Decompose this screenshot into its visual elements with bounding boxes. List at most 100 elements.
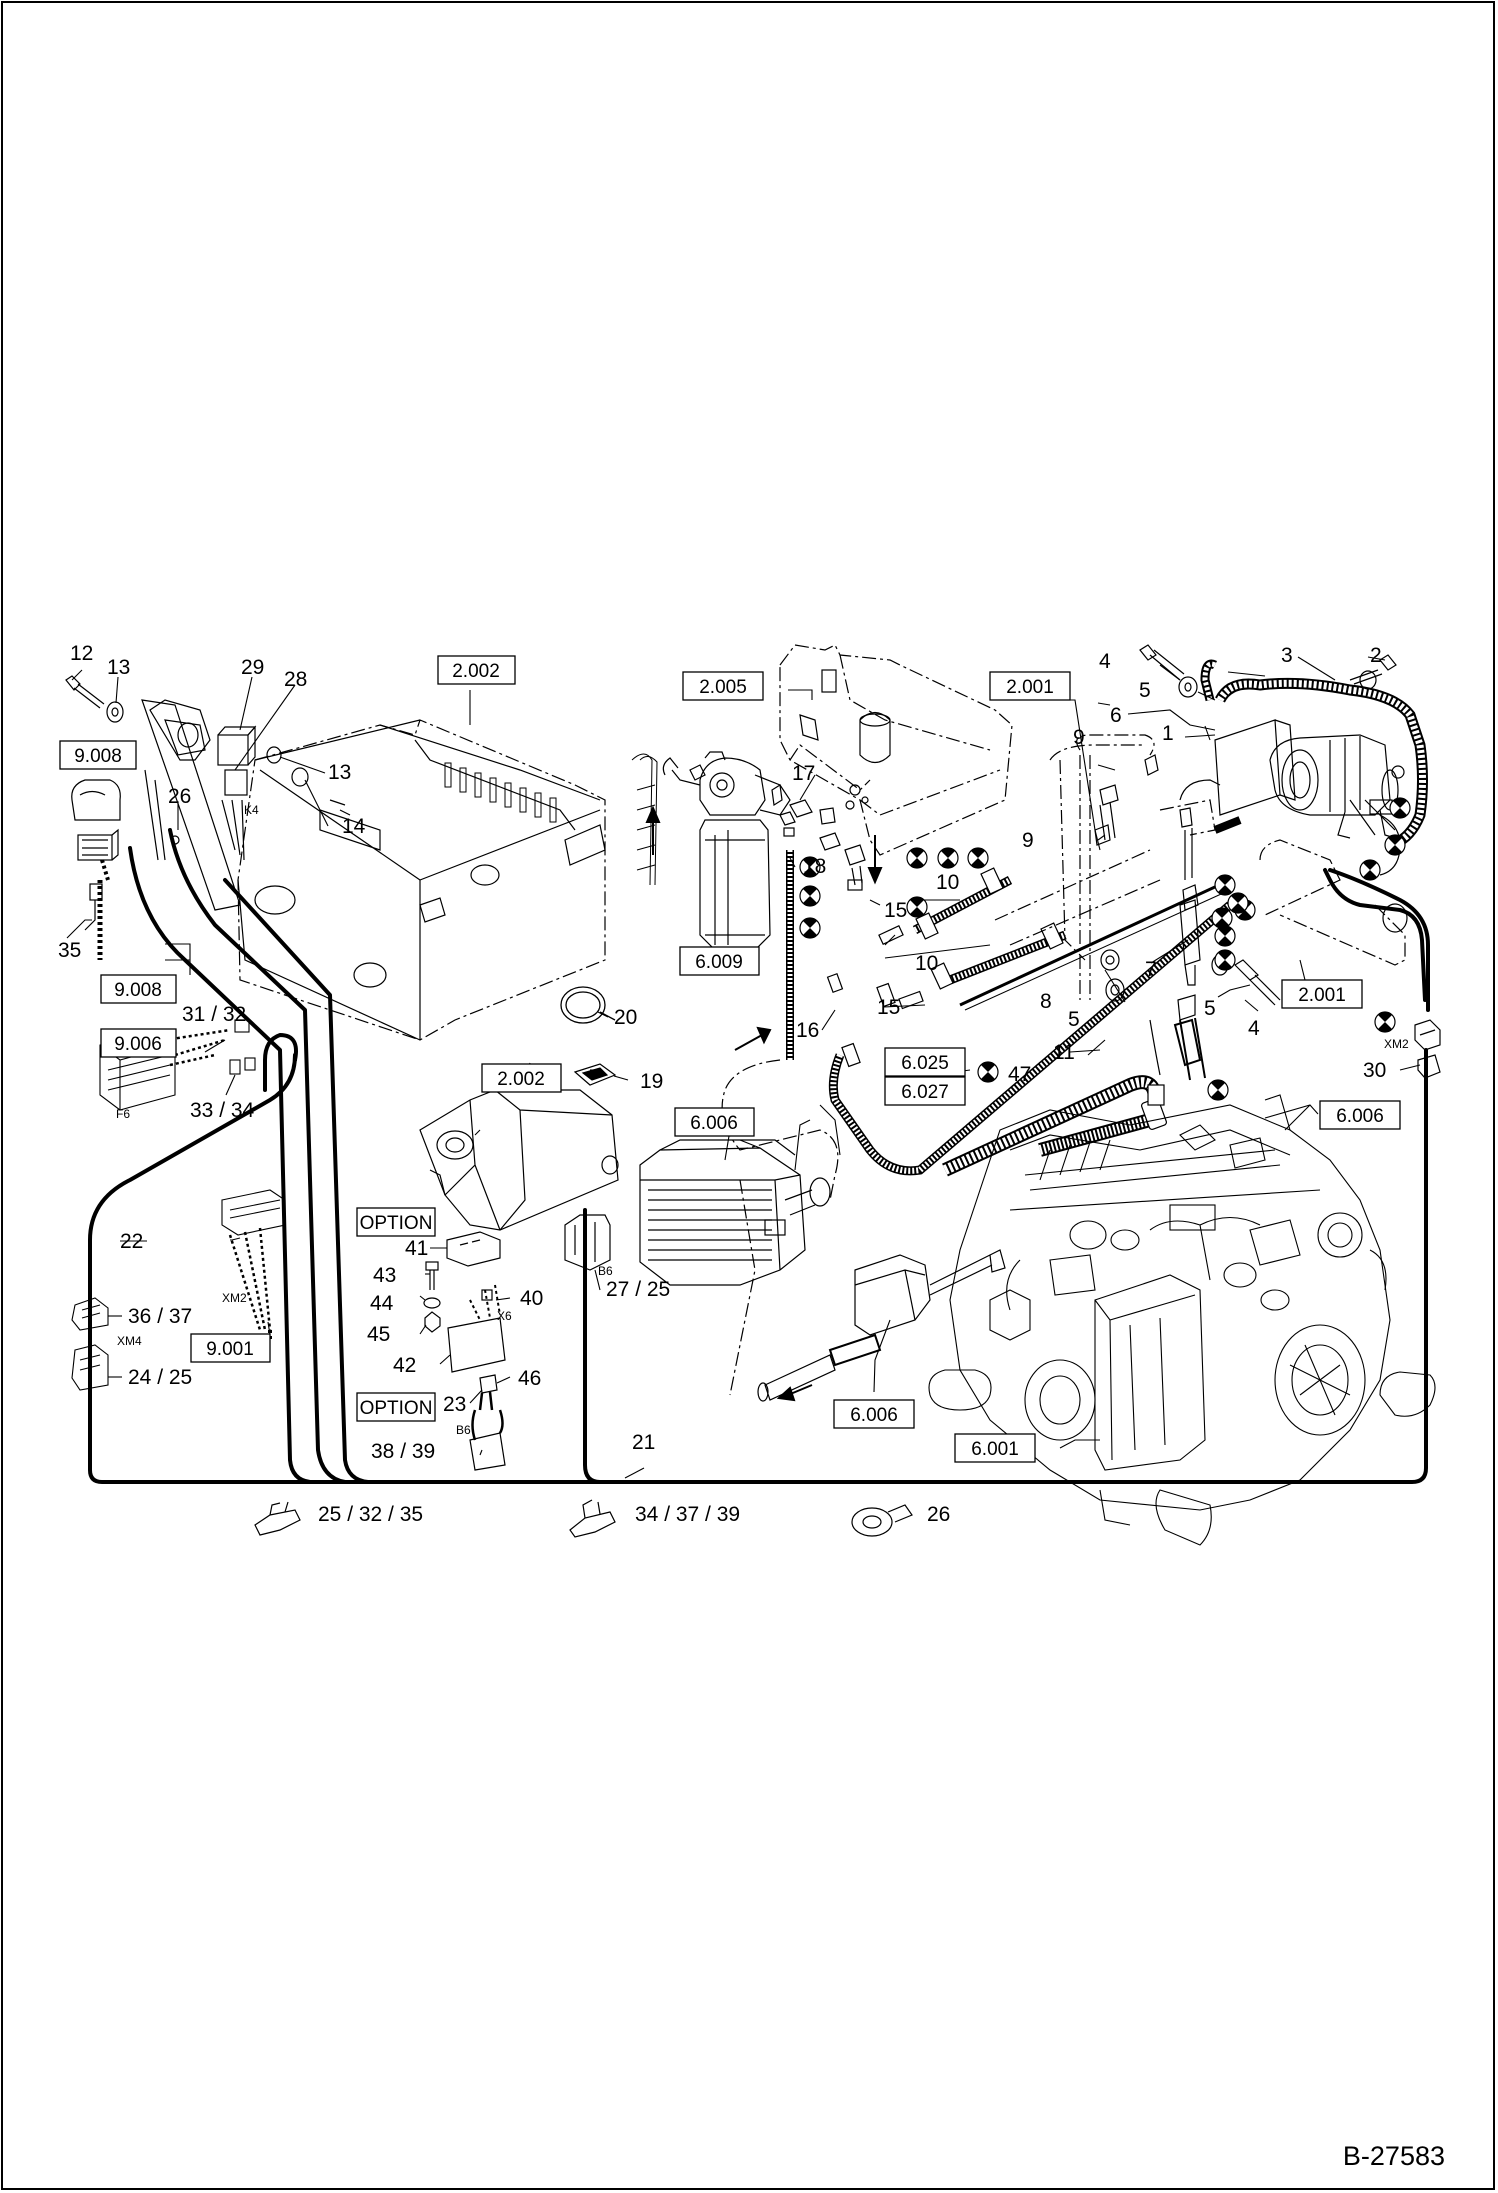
callout: 29: [241, 656, 264, 679]
adhesive-marker-icon: [799, 885, 821, 907]
cable-tie-20: [560, 986, 616, 1024]
ref-box-9-006[interactable]: [100, 1028, 177, 1058]
fuel-pump-7: [1099, 784, 1281, 1081]
ref-box-6-027[interactable]: [884, 1076, 966, 1106]
callout: 5: [1204, 997, 1216, 1020]
adhesive-marker-icon: [1214, 925, 1236, 947]
drawing-number: B-27583: [1343, 2141, 1445, 2171]
callout: 3: [1281, 644, 1293, 667]
connector-b6-27-25: [564, 1214, 611, 1271]
callout: 23: [443, 1393, 466, 1416]
ref-label: 2.002: [497, 1069, 545, 1090]
ref-box-2-002-middle[interactable]: [481, 1063, 562, 1093]
fuel-filter-6-009: [631, 751, 791, 951]
option-label: OPTION: [360, 1398, 433, 1419]
connector-code: B6: [456, 1423, 471, 1437]
fittings-17-18: [771, 783, 866, 891]
ref-label: 6.001: [971, 1439, 1019, 1460]
connector-code: XM4: [117, 1334, 142, 1348]
flow-arrows: [645, 805, 883, 1402]
ref-box-2-001-right[interactable]: [1281, 979, 1363, 1009]
fuel-hoses-15-16: [786, 816, 1242, 1176]
adhesive-marker-icon: [906, 896, 928, 918]
callout: 31 / 32: [182, 1003, 246, 1026]
option-relay-parts: [423, 1231, 506, 1471]
adhesive-marker-icon: [906, 847, 928, 869]
callout: 27 / 25: [606, 1278, 670, 1301]
option-label: OPTION: [360, 1213, 433, 1234]
callout: 7: [1145, 958, 1157, 981]
connector-code: XM2: [1384, 1037, 1409, 1051]
terminal-flat-34-37-39: [569, 1499, 616, 1538]
ref-box-6-006-lower[interactable]: [833, 1399, 915, 1429]
ref-box-6-009[interactable]: [679, 946, 760, 976]
adhesive-marker-icon: [1359, 859, 1381, 881]
callout: 16: [796, 1019, 819, 1042]
callout: 15: [877, 996, 900, 1019]
callout-numbers: 12 13 29 28 26 13 14 35 31 / 32 33 / 34 …: [58, 642, 1386, 1526]
starter-motor-2-001: [1179, 719, 1405, 876]
callout: 10: [936, 871, 959, 894]
ref-box-6-001[interactable]: [954, 1433, 1036, 1463]
adhesive-marker-icon: [1214, 949, 1236, 971]
callout: 4: [1248, 1017, 1260, 1040]
adhesive-marker-icon: [1389, 797, 1411, 819]
ref-label: 2.005: [699, 677, 747, 698]
callout: 22: [120, 1230, 143, 1253]
callout: 15: [884, 899, 907, 922]
callout: 34 / 37 / 39: [635, 1503, 740, 1526]
adhesive-marker-icon: [799, 856, 821, 878]
adhesive-marker-icon: [1374, 1011, 1396, 1033]
connector-30: [1414, 1019, 1441, 1079]
callout: 9: [1073, 726, 1085, 749]
callout: 12: [70, 642, 93, 665]
ref-label: 6.006: [850, 1405, 898, 1426]
connector-code: X6: [497, 1309, 512, 1323]
ref-box-2-005[interactable]: [682, 671, 764, 701]
adhesive-marker-icon: [967, 847, 989, 869]
callout: 1: [1162, 722, 1174, 745]
fuel-prefilter-6-006: [757, 1249, 1006, 1402]
ref-box-6-006-right[interactable]: [1319, 1100, 1401, 1130]
callout: 5: [1068, 1008, 1080, 1031]
callout: 6: [1110, 704, 1122, 727]
callout: 43: [373, 1264, 396, 1287]
ref-box-6-025[interactable]: [884, 1047, 966, 1077]
hose-clamps: [826, 867, 1168, 1130]
callout: 10: [915, 952, 938, 975]
ref-label: 2.001: [1298, 985, 1346, 1006]
ref-box-2-002-top[interactable]: [437, 655, 516, 685]
ref-box-2-001-top[interactable]: [989, 671, 1071, 701]
adhesive-marker-icon: [799, 917, 821, 939]
grommet-19: [573, 1063, 617, 1086]
leader-lines: [66, 656, 1421, 1479]
connector-code: F6: [116, 1107, 130, 1121]
callout: 20: [614, 1006, 637, 1029]
adhesive-marker-icons: [799, 797, 1411, 1101]
bracket-and-fasteners: [1049, 644, 1408, 1000]
tank-2-005: [779, 644, 1013, 856]
connector-code: B6: [598, 1264, 613, 1278]
ref-box-9-001[interactable]: [190, 1333, 271, 1363]
callout: 40: [520, 1287, 543, 1310]
connector-xm4: [71, 1297, 109, 1391]
ref-box-9-008-lower[interactable]: [100, 974, 177, 1004]
ref-box-6-006-middle[interactable]: [674, 1107, 755, 1137]
option-box-upper: [356, 1207, 436, 1237]
callout: 9: [1022, 829, 1034, 852]
ref-label: 6.027: [901, 1082, 949, 1103]
ref-label: 9.006: [114, 1034, 162, 1055]
callout: 44: [370, 1292, 394, 1315]
callout: 11: [1053, 1041, 1075, 1064]
callout: 19: [640, 1070, 663, 1093]
callout: 25 / 32 / 35: [318, 1503, 423, 1526]
callout: 21: [632, 1431, 655, 1454]
callout: 33 / 34: [190, 1099, 255, 1122]
control-unit-housing-2-002: [419, 1089, 619, 1231]
ref-label: 2.002: [452, 661, 500, 682]
ref-label: 2.001: [1006, 677, 1054, 698]
ref-box-9-008-top[interactable]: [59, 740, 137, 770]
callout: 47: [1008, 1063, 1031, 1086]
callout: 13: [328, 761, 351, 784]
